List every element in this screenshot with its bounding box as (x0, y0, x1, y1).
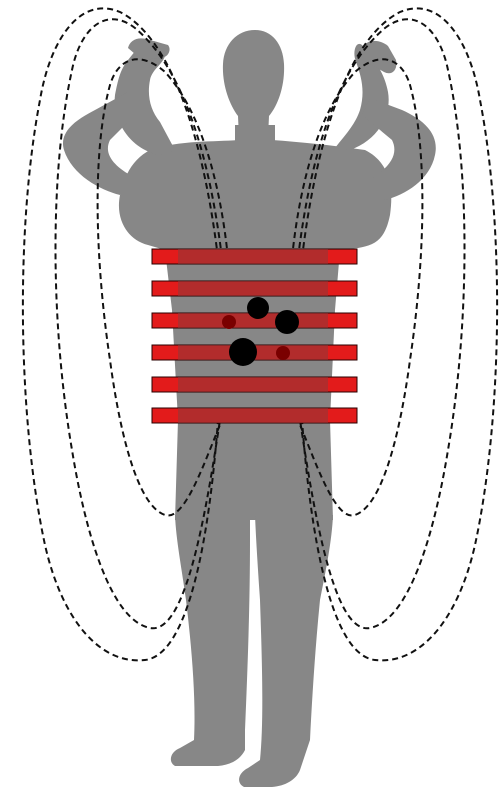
coil-band-5-overlap (178, 377, 328, 392)
coil-band-1 (152, 249, 357, 264)
coil-band-6-overlap (178, 408, 328, 423)
particle-small-left (222, 315, 236, 329)
coil-band-6 (152, 408, 357, 423)
particle-large-right (275, 310, 299, 334)
coil-band-1-overlap (178, 249, 328, 264)
particle-large-top (247, 297, 269, 319)
coil-band-2-overlap (178, 281, 328, 296)
particle-small-right (276, 346, 290, 360)
particle-large-bottom (229, 338, 257, 366)
coil-band-5 (152, 377, 357, 392)
coil-band-2 (152, 281, 357, 296)
